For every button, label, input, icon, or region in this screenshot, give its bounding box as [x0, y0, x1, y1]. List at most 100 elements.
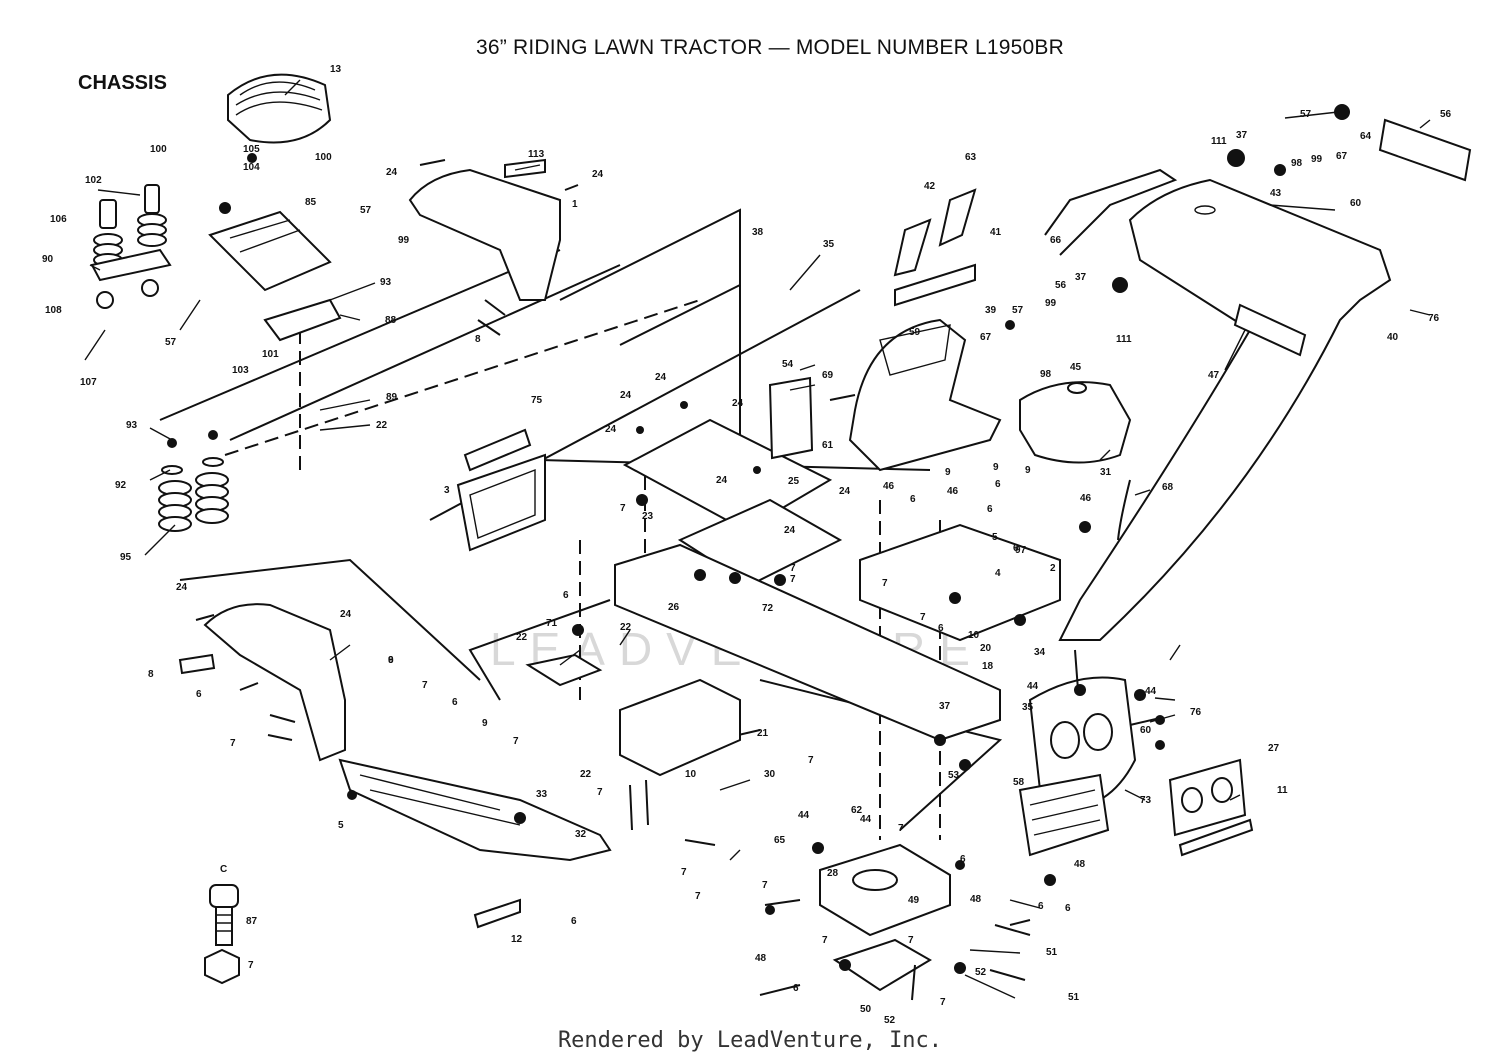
part-number-callout: 9	[993, 462, 999, 473]
part-number-callout: 2	[1050, 563, 1056, 574]
part-number-callout: 111	[1116, 334, 1132, 345]
part-number-callout: 7	[822, 935, 828, 946]
part-number-callout: C	[220, 864, 227, 875]
part-number-callout: 95	[120, 552, 132, 563]
part-number-callout: 9	[1025, 465, 1031, 476]
part-number-callout: 102	[85, 175, 102, 186]
part-number-callout: 64	[1360, 131, 1372, 142]
part-number-callout: 90	[42, 254, 54, 265]
part-number-callout: 88	[385, 315, 397, 326]
part-number-callout: 9	[388, 655, 394, 666]
part-number-callout: 6	[1013, 543, 1019, 554]
part-number-callout: 24	[340, 609, 352, 620]
part-number-callout: 37	[1075, 272, 1087, 283]
part-number-callout: 87	[246, 916, 258, 927]
part-number-callout: 6	[1038, 901, 1044, 912]
part-number-callout: 7	[808, 755, 814, 766]
part-number-callout: 52	[975, 967, 987, 978]
part-number-callout: 42	[924, 181, 936, 192]
part-number-callout: 6	[1065, 903, 1071, 914]
part-number-callout: 5	[992, 532, 998, 543]
part-number-callout: 71	[546, 618, 558, 629]
part-number-callout: 49	[908, 895, 920, 906]
spring-mounts	[158, 430, 229, 532]
part-number-callout: 7	[908, 935, 914, 946]
part-number-callout: 24	[784, 525, 796, 536]
diagram-title: 36” RIDING LAWN TRACTOR — MODEL NUMBER L…	[476, 36, 1064, 59]
part-number-callout: 7	[762, 880, 768, 891]
part-number-callout: 24	[605, 424, 617, 435]
part-number-callout: 22	[620, 622, 632, 633]
part-number-callout: 68	[1162, 482, 1174, 493]
part-number-callout: 38	[752, 227, 764, 238]
part-number-callout: 47	[1208, 370, 1220, 381]
part-number-callout: 76	[1190, 707, 1202, 718]
part-number-callout: 66	[1050, 235, 1062, 246]
part-number-callout: 108	[45, 305, 62, 316]
part-number-callout: 6	[960, 854, 966, 865]
part-number-callout: 40	[1387, 332, 1399, 343]
fuel-line	[1117, 479, 1131, 541]
part-number-callout: 24	[839, 486, 851, 497]
part-number-callout: 6	[793, 983, 799, 994]
part-number-callout: 4	[995, 568, 1001, 579]
part-number-callout: 67	[1336, 151, 1348, 162]
part-number-callout: 67	[980, 332, 992, 343]
part-number-callout: 7	[940, 997, 946, 1008]
part-number-callout: 85	[305, 197, 317, 208]
upper-fender-rail	[408, 168, 561, 301]
part-number-callout: 69	[822, 370, 834, 381]
part-number-callout: 100	[150, 144, 167, 155]
part-number-callout: 43	[1270, 188, 1282, 199]
part-number-callout: 7	[597, 787, 603, 798]
part-number-callout: 7	[620, 503, 626, 514]
dash-console	[848, 318, 1002, 472]
part-number-callout: 6	[388, 655, 394, 666]
part-number-callout: 7	[248, 960, 254, 971]
part-number-callout: 100	[315, 152, 332, 163]
part-number-callout: 7	[681, 867, 687, 878]
part-number-callout: 98	[1291, 158, 1303, 169]
part-number-callout: 73	[1140, 795, 1152, 806]
part-number-callout: 30	[764, 769, 776, 780]
part-number-callout: 6	[563, 590, 569, 601]
part-number-callout: 57	[1300, 109, 1312, 120]
part-number-callout: 101	[262, 349, 279, 360]
part-number-callout: 7	[790, 574, 796, 585]
part-number-callout: 89	[386, 392, 398, 403]
part-number-callout: 92	[115, 480, 127, 491]
part-number-callout: 60	[1140, 725, 1152, 736]
part-number-callout: 25	[788, 476, 800, 487]
part-number-callout: 37	[1236, 130, 1248, 141]
part-number-callout: 111	[1211, 136, 1227, 147]
part-number-callout: 44	[1027, 681, 1039, 692]
part-number-callout: 45	[1070, 362, 1082, 373]
part-number-callout: 105	[243, 144, 260, 155]
part-number-callout: 22	[516, 632, 528, 643]
part-number-callout: 72	[762, 603, 774, 614]
part-number-callout: 46	[947, 486, 959, 497]
part-number-callout: 57	[165, 337, 177, 348]
part-number-callout: 7	[882, 578, 888, 589]
footer-credit: Rendered by LeadVenture, Inc.	[557, 1028, 943, 1053]
part-number-callout: 113	[528, 149, 545, 160]
hood-handle	[1044, 168, 1178, 256]
part-number-callout: 22	[376, 420, 388, 431]
part-number-callout: 7	[422, 680, 428, 691]
part-callouts: 1310510410010010210690108107855757999388…	[42, 64, 1452, 1026]
seat-bracket-assembly	[90, 184, 342, 342]
part-number-callout: 13	[330, 64, 342, 75]
part-number-callout: 24	[732, 398, 744, 409]
leader-lines	[84, 79, 1431, 999]
part-number-callout: 5	[338, 820, 344, 831]
part-number-callout: 35	[1022, 702, 1034, 713]
part-number-callout: 46	[1080, 493, 1092, 504]
part-number-callout: 27	[1268, 743, 1280, 754]
part-number-callout: 32	[575, 829, 587, 840]
part-number-callout: 61	[822, 440, 834, 451]
bracket	[525, 653, 603, 687]
part-number-callout: 7	[790, 563, 796, 574]
part-number-callout: 51	[1046, 947, 1058, 958]
part-number-callout: 76	[1428, 313, 1440, 324]
part-number-callout: 9	[482, 718, 488, 729]
